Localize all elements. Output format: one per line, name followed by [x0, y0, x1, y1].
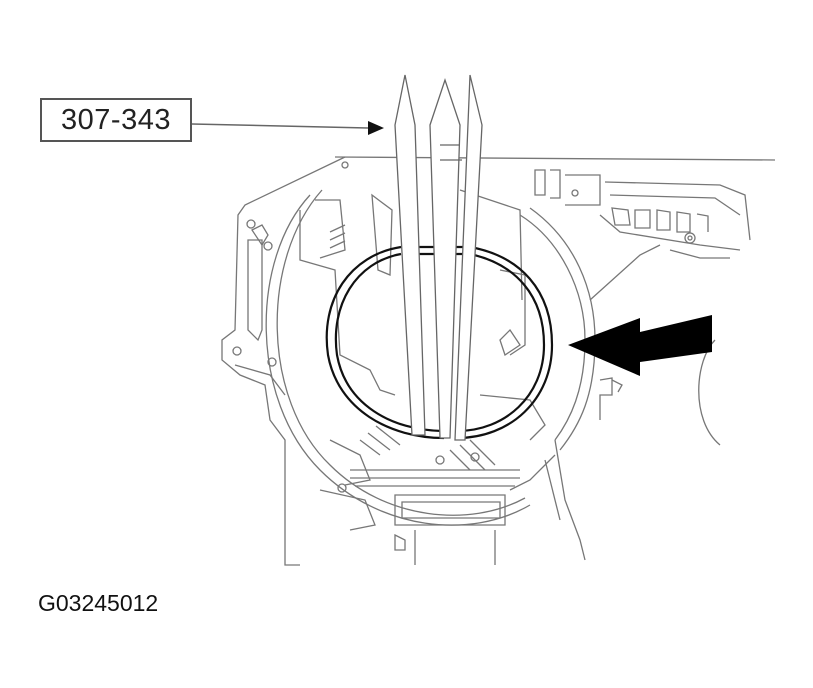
tool-number-callout: 307-343: [40, 98, 192, 142]
snap-ring-pliers: [394, 74, 483, 441]
direction-arrow-icon: [568, 315, 712, 376]
tool-number-label: 307-343: [61, 103, 171, 136]
callout-leader: [191, 121, 384, 135]
figure-id-label: G03245012: [38, 590, 159, 616]
snap-ring: [325, 245, 554, 440]
transmission-housing: [221, 156, 776, 566]
